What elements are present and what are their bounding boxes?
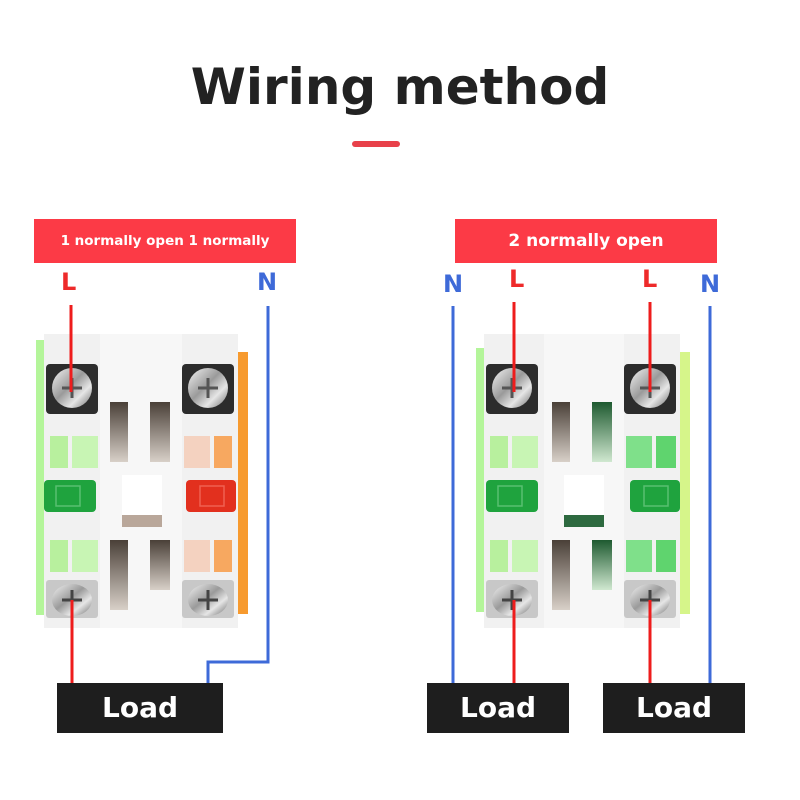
right-load-box-2: Load	[603, 683, 745, 733]
nc-contact-indicator	[186, 480, 236, 512]
right-neutral-left-label: N	[443, 270, 464, 298]
left-neutral-wire	[206, 306, 270, 684]
no-contact-indicator	[630, 480, 680, 512]
right-live-left-label: L	[509, 265, 525, 293]
left-neutral-label: N	[257, 268, 278, 296]
left-live-label: L	[61, 268, 77, 296]
left-load-box: Load	[57, 683, 223, 733]
right-banner: 2 normally open	[455, 219, 717, 263]
no-contact-indicator	[486, 480, 538, 512]
right-contact-block	[476, 334, 690, 628]
left-contact-block	[36, 334, 248, 628]
no-contact-indicator	[44, 480, 96, 512]
page-title: Wiring method	[190, 58, 610, 116]
right-neutral-right-label: N	[700, 270, 721, 298]
left-banner: 1 normally open 1 normally closed	[34, 219, 296, 293]
right-load-box-1: Load	[427, 683, 569, 733]
title-underline	[352, 141, 400, 147]
right-live-right-label: L	[642, 265, 658, 293]
